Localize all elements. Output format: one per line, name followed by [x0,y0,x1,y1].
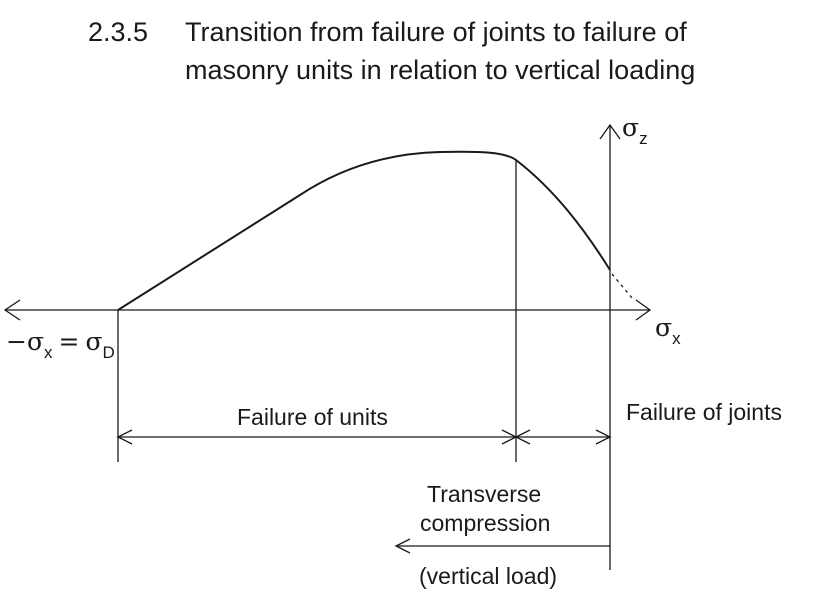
failure-of-units-label: Failure of units [237,404,388,430]
sigma-z-label: σz [622,113,648,148]
section-number: 2.3.5 [88,17,148,47]
compression-label: compression [420,510,550,536]
sigma-z-axis [599,123,621,570]
failure-envelope-curve [117,150,611,311]
vertical-load-label: (vertical load) [419,563,557,589]
units-dimension-arrow [116,429,518,445]
failure-of-joints-label: Failure of joints [626,399,782,425]
failure-envelope-dashed-extension [611,273,633,299]
up-arrowhead-icon [599,123,621,140]
left-axis-label: −σx=σD [6,327,115,362]
joints-dimension-arrow [514,429,612,445]
sigma-x-label: σx [655,313,681,348]
heading-line-1: Transition from failure of joints to fai… [185,17,687,47]
sigma-x-axis [3,299,652,321]
transverse-compression-arrow [394,538,610,554]
heading-line-2: masonry units in relation to vertical lo… [185,55,695,85]
right-arrowhead-icon [635,299,652,321]
transverse-label: Transverse [427,481,541,507]
left-arrowhead-icon [3,299,21,321]
